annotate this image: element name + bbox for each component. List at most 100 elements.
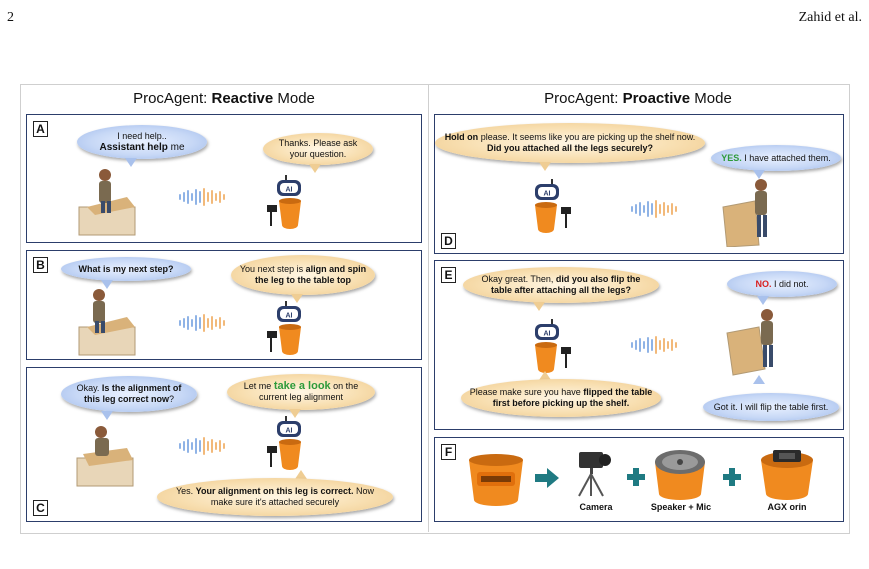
wave-bar: [179, 443, 181, 449]
svg-text:AI: AI: [286, 428, 293, 435]
person-assembling-icon: [78, 289, 136, 356]
wave-bar: [183, 192, 185, 202]
wave-bar: [215, 319, 217, 327]
wave-bar: [671, 203, 673, 215]
audio-wave-icon: [179, 436, 225, 456]
wave-bar: [223, 443, 225, 449]
wave-bar: [667, 341, 669, 349]
wave-bar: [671, 339, 673, 351]
panel-f: F Camera Speaker + Mic AGX orin: [434, 437, 844, 522]
user-speech-bubble: I need help.. Assistant help me: [77, 125, 207, 159]
panel-label: D: [441, 233, 456, 249]
wave-bar: [179, 194, 181, 200]
procagent-robot-icon: AI: [267, 416, 301, 470]
wave-bar: [195, 189, 197, 205]
panel-label: B: [33, 257, 48, 273]
agent-speech-bubble: Okay great. Then, did you also flip the …: [463, 267, 659, 303]
plus-icon: [627, 468, 645, 486]
panel-e: E Okay great. Then, did you also flip th…: [434, 260, 844, 430]
procagent-robot-icon: AI: [535, 319, 571, 373]
wave-bar: [191, 319, 193, 327]
user-speech-bubble: Got it. I will flip the table first.: [703, 393, 839, 421]
panel-b: B What is my next step? You next step is…: [26, 250, 422, 360]
agx-orin-label: AGX orin: [767, 502, 807, 512]
wave-bar: [207, 318, 209, 328]
person-assembling-icon: [78, 169, 136, 236]
camera-label: Camera: [579, 502, 613, 512]
wave-bar: [643, 205, 645, 213]
wave-bar: [211, 190, 213, 204]
wave-bar: [223, 194, 225, 200]
wave-bar: [659, 340, 661, 350]
wave-bar: [651, 203, 653, 215]
panel-label: A: [33, 121, 48, 137]
wave-bar: [199, 191, 201, 203]
procagent-robot-icon: AI: [535, 179, 571, 233]
plus-icon: [723, 468, 741, 486]
panel-label: E: [441, 267, 456, 283]
panel-label: F: [441, 444, 456, 460]
agent-speech-bubble: Let me take a look on the current leg al…: [227, 374, 375, 410]
procagent-robot-icon: AI: [267, 175, 301, 229]
wave-bar: [191, 193, 193, 201]
wave-bar: [675, 206, 677, 212]
svg-text:AI: AI: [286, 313, 293, 320]
wave-bar: [639, 202, 641, 216]
wave-bar: [187, 439, 189, 453]
wave-bar: [215, 442, 217, 450]
speaker-mic-icon: [655, 450, 705, 500]
panel-c: C Okay. Is the alignment of this leg cor…: [26, 367, 422, 522]
panel-label: C: [33, 500, 48, 516]
wave-bar: [219, 440, 221, 452]
wave-bar: [631, 342, 633, 348]
wave-bar: [191, 442, 193, 450]
user-speech-bubble: YES. I have attached them.: [711, 145, 841, 171]
wave-bar: [655, 336, 657, 354]
panel-a: A I need help.. Assistant help me Thanks…: [26, 114, 422, 243]
agent-speech-bubble: Yes. Your alignment on this leg is corre…: [157, 478, 393, 516]
wave-bar: [207, 192, 209, 202]
wave-bar: [187, 316, 189, 330]
wave-bar: [211, 316, 213, 330]
wave-bar: [183, 318, 185, 328]
camera-icon: [578, 452, 611, 497]
proactive-title: ProcAgent: Proactive Mode: [544, 90, 732, 107]
wave-bar: [223, 320, 225, 326]
audio-wave-icon: [179, 313, 225, 333]
svg-text:AI: AI: [544, 191, 551, 198]
audio-wave-icon: [179, 187, 225, 207]
page-number: 2: [7, 10, 14, 25]
wave-bar: [659, 204, 661, 214]
wave-bar: [651, 339, 653, 351]
audio-wave-icon: [631, 199, 677, 219]
wave-bar: [187, 190, 189, 204]
procagent-device-icon: [469, 454, 523, 506]
agent-speech-bubble: Please make sure you have flipped the ta…: [461, 379, 661, 417]
arrow-right-icon: [535, 468, 559, 488]
wave-bar: [631, 206, 633, 212]
running-authors: Zahid et al.: [798, 10, 862, 25]
wave-bar: [643, 341, 645, 349]
speaker-mic-label: Speaker + Mic: [650, 502, 712, 512]
person-assembling-icon: [76, 426, 134, 487]
wave-bar: [219, 317, 221, 329]
agent-speech-bubble: Thanks. Please ask your question.: [263, 133, 373, 165]
column-divider: [428, 84, 429, 532]
person-assembling-icon: [726, 309, 773, 376]
wave-bar: [211, 439, 213, 453]
user-speech-bubble: What is my next step?: [61, 257, 191, 281]
wave-bar: [655, 200, 657, 218]
svg-text:AI: AI: [286, 187, 293, 194]
agent-speech-bubble: You next step is align and spin the leg …: [231, 255, 375, 295]
wave-bar: [203, 437, 205, 455]
wave-bar: [635, 204, 637, 214]
wave-bar: [647, 337, 649, 353]
wave-bar: [639, 338, 641, 352]
panel-d: D Hold on please. It seems like you are …: [434, 114, 844, 254]
agx-orin-icon: [761, 450, 813, 500]
wave-bar: [663, 202, 665, 216]
wave-bar: [195, 438, 197, 454]
wave-bar: [179, 320, 181, 326]
wave-bar: [675, 342, 677, 348]
person-assembling-icon: [722, 179, 767, 247]
